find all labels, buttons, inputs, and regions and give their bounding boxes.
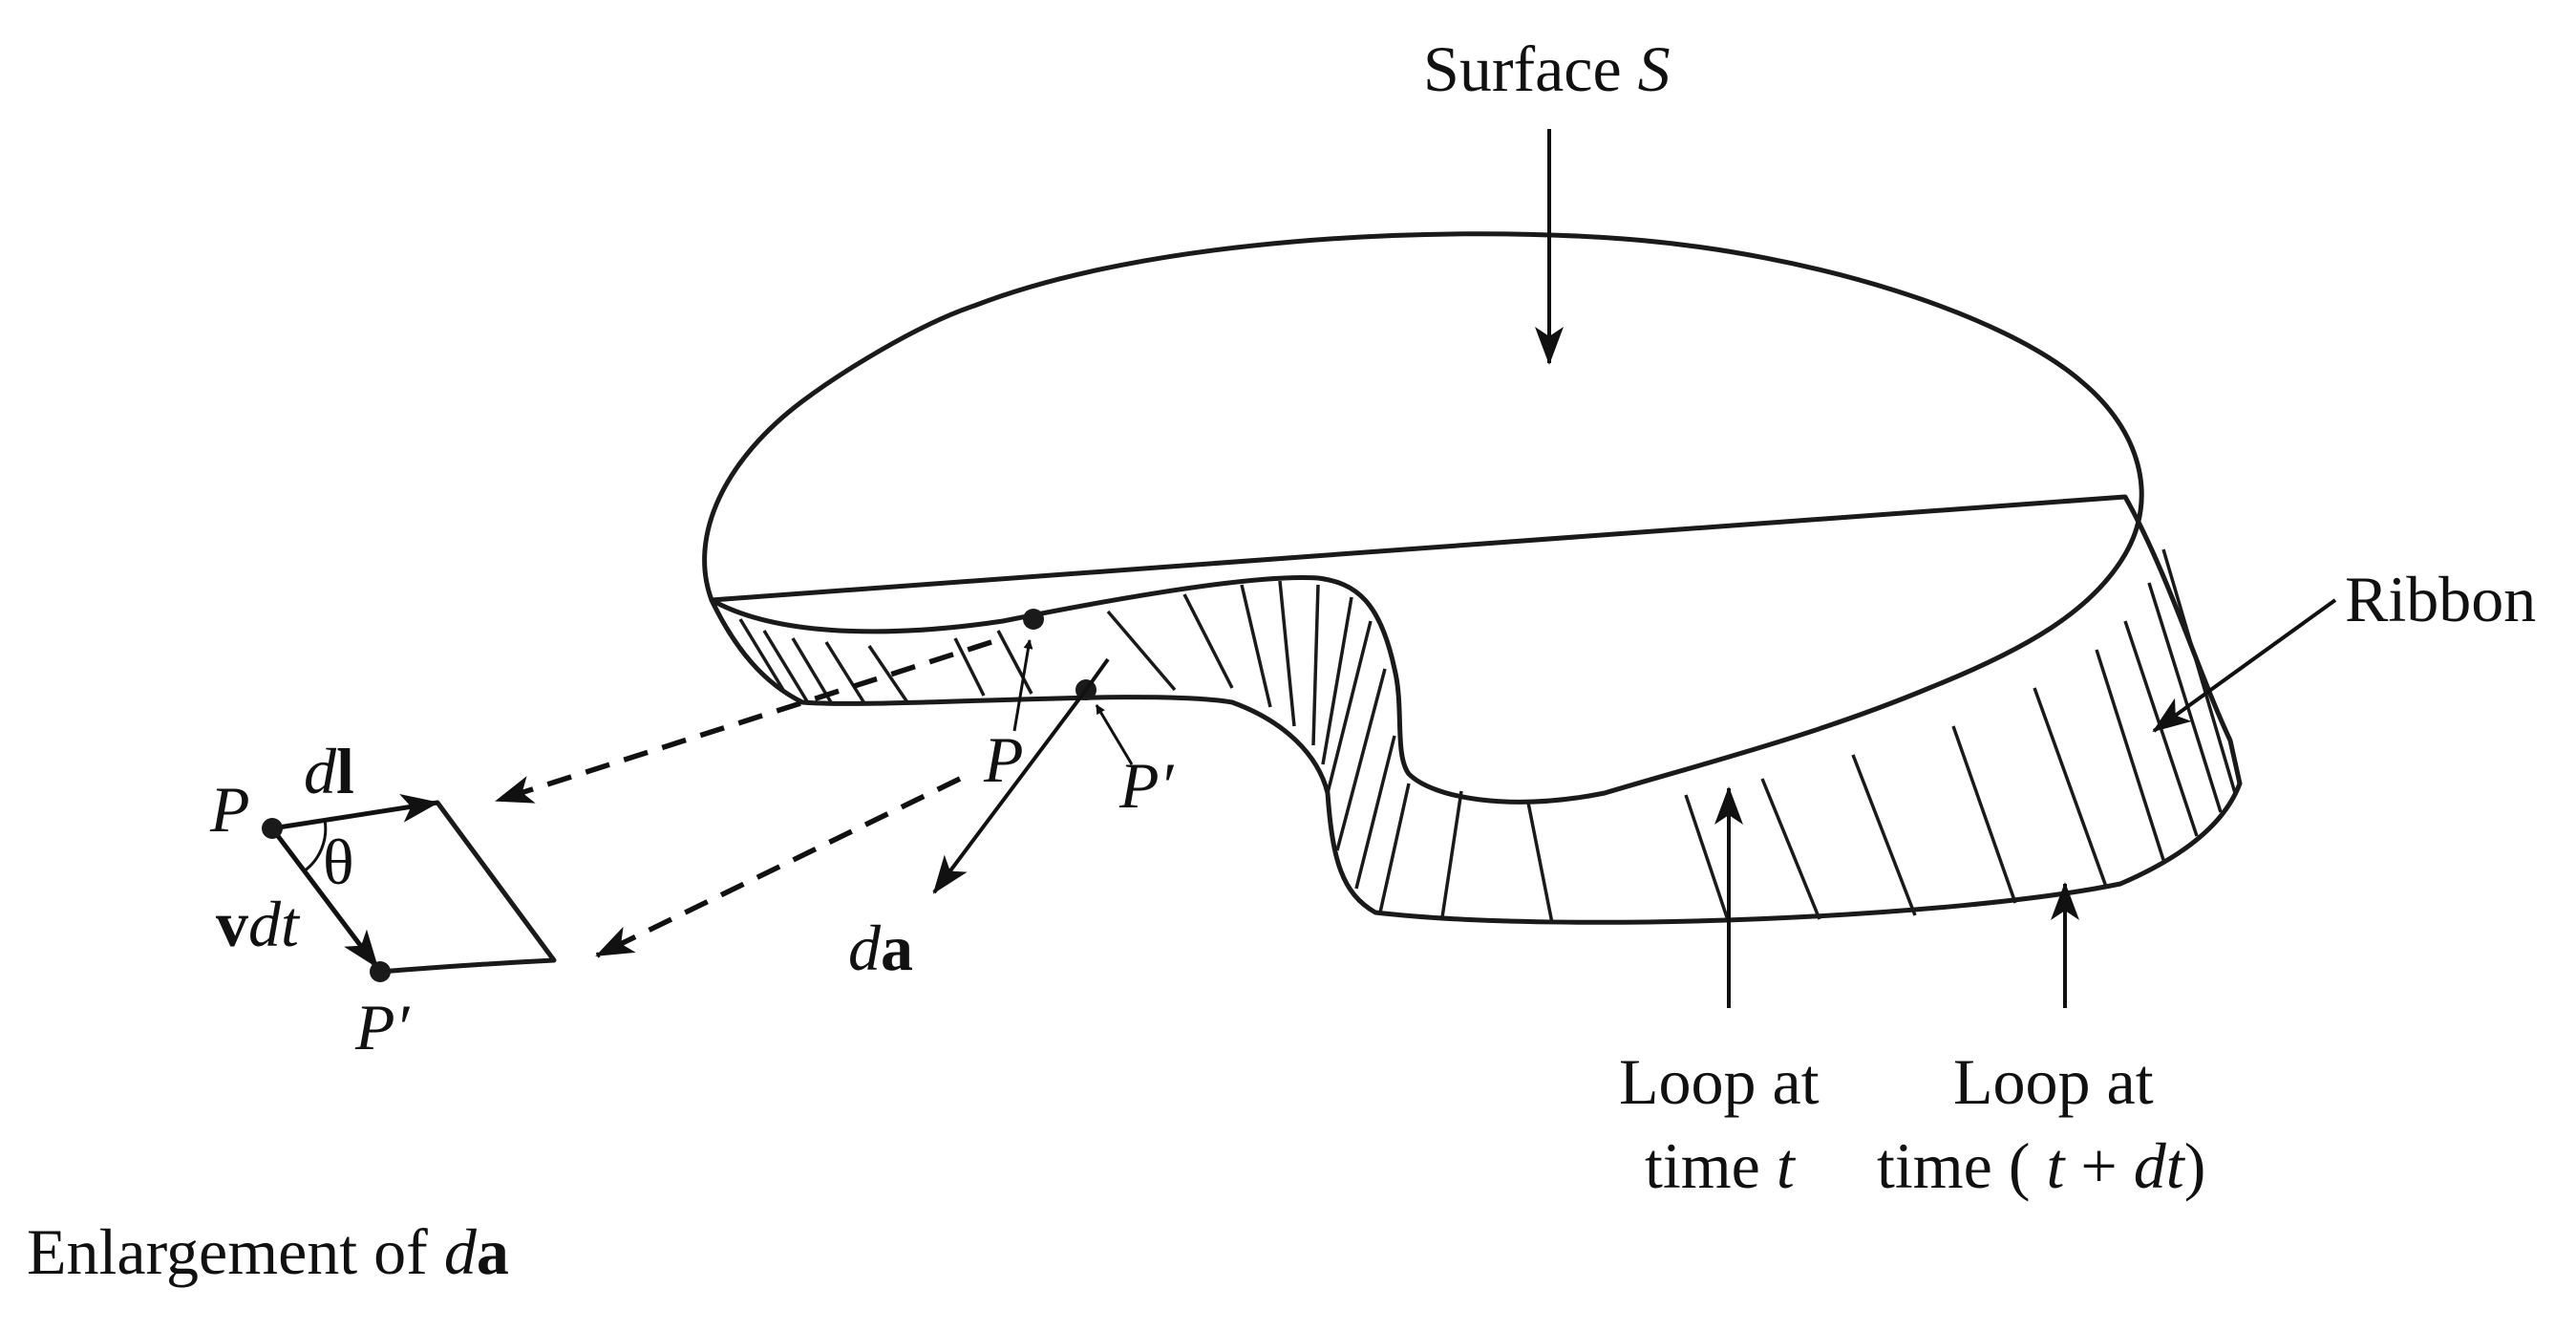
dl-label: dl (304, 735, 354, 807)
dl-arrow (271, 794, 439, 830)
loop-tdt-label-line1: Loop at (1953, 1045, 2154, 1118)
vdt-label: vdt (216, 888, 301, 960)
vdt-arrow (270, 827, 379, 969)
surface-s (702, 231, 2144, 805)
dashed-arrow-lower (595, 776, 962, 958)
ribbon-label: Ribbon (2345, 563, 2536, 635)
enlarge-p-prime-marker (370, 961, 391, 982)
dashed-arrow-upper (495, 639, 992, 804)
enlarge-p-prime-label: P′ (354, 991, 411, 1063)
theta-label: θ (323, 826, 354, 898)
da-normal-line (1084, 657, 1110, 692)
p-pointer (1012, 639, 1033, 732)
point-p-marker (1023, 609, 1044, 630)
enlarge-p-label: P (209, 773, 250, 846)
ribbon-hatching (738, 548, 2237, 924)
ribbon-arrow (2152, 598, 2337, 733)
da-normal-arrow (932, 688, 1088, 894)
enlargement-caption: Enlargement of da (27, 1215, 509, 1288)
surface-label: Surface S (1423, 32, 1671, 105)
ribbon-band (709, 494, 2243, 925)
loop-tdt-label-line2: time ( t + dt) (1877, 1129, 2205, 1202)
theta-arc (303, 819, 328, 873)
enlargement-area (269, 800, 557, 975)
loop-t-label-line2: time t (1645, 1129, 1797, 1202)
point-p-label: P (983, 723, 1024, 796)
enlarge-p-marker (262, 818, 283, 839)
loop-t-label-line1: Loop at (1619, 1045, 1820, 1118)
enlargement (262, 794, 557, 982)
point-p-prime-label: P′ (1118, 749, 1175, 822)
da-label: da (848, 912, 913, 984)
p-prime-pointer (1095, 704, 1134, 765)
